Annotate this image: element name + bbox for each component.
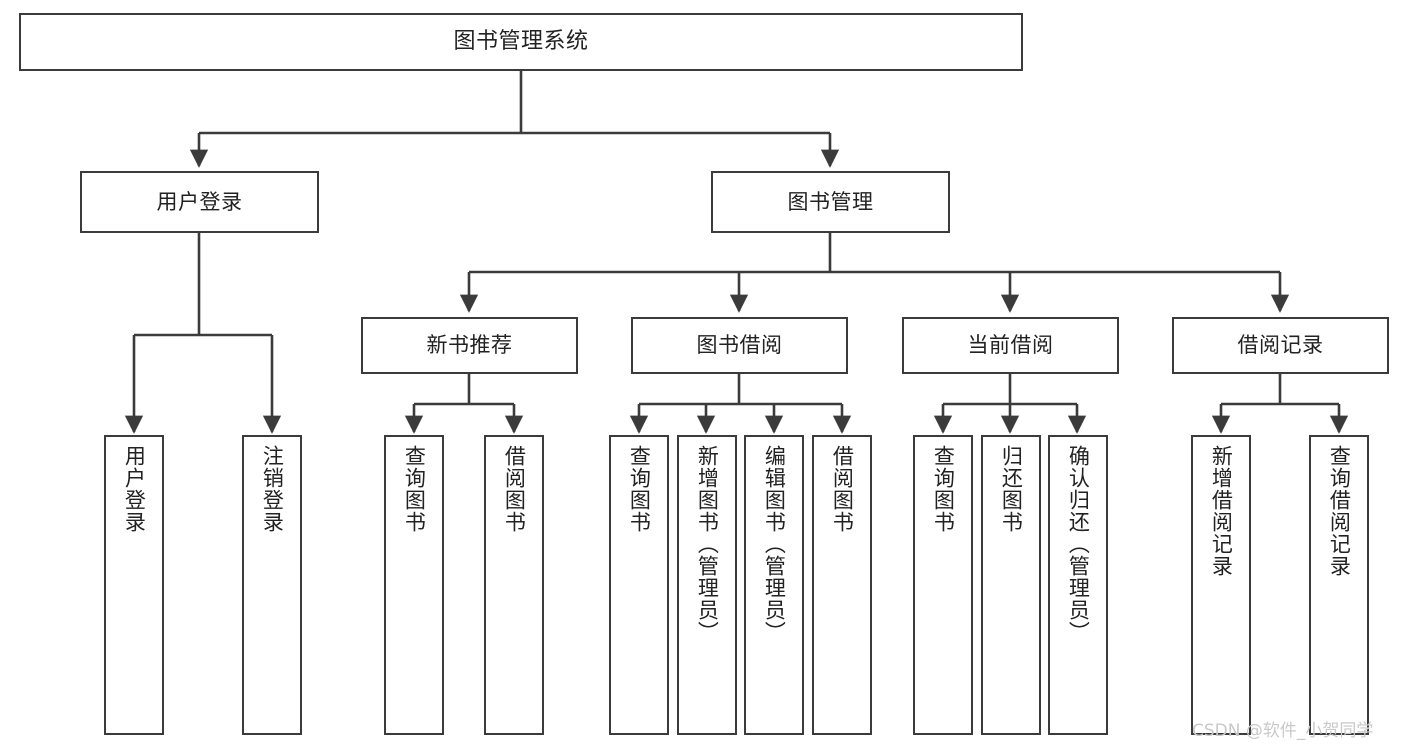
leaf-logout[interactable]: 注销登录	[242, 435, 302, 735]
node-label: 归还图书	[999, 445, 1024, 533]
node-user-login[interactable]: 用户登录	[80, 171, 319, 233]
node-label: 确认归还（管理员）	[1066, 445, 1091, 643]
leaf-record-query[interactable]: 查询借阅记录	[1309, 435, 1369, 735]
leaf-current-query-book[interactable]: 查询图书	[913, 435, 973, 735]
leaf-current-return-book[interactable]: 归还图书	[981, 435, 1041, 735]
node-borrow-record[interactable]: 借阅记录	[1172, 317, 1389, 374]
node-label: 图书管理	[787, 189, 874, 214]
node-label: 注销登录	[260, 445, 285, 533]
node-label: 新增图书（管理员）	[695, 445, 720, 643]
node-label: 图书借阅	[696, 333, 783, 358]
node-label: 查询借阅记录	[1327, 445, 1352, 577]
node-label: 用户登录	[122, 445, 147, 533]
node-label: 图书管理系统	[453, 29, 589, 55]
leaf-user-login[interactable]: 用户登录	[104, 435, 164, 735]
leaf-borrow-add-book-admin[interactable]: 新增图书（管理员）	[677, 435, 737, 735]
node-label: 借阅图书	[830, 445, 855, 533]
leaf-borrow-borrow-book[interactable]: 借阅图书	[812, 435, 872, 735]
node-book-borrow[interactable]: 图书借阅	[631, 317, 848, 374]
leaf-record-add[interactable]: 新增借阅记录	[1191, 435, 1251, 735]
node-label: 新增借阅记录	[1209, 445, 1234, 577]
leaf-current-confirm-return-admin[interactable]: 确认归还（管理员）	[1048, 435, 1108, 735]
leaf-new-book-borrow[interactable]: 借阅图书	[484, 435, 544, 735]
node-current-borrow[interactable]: 当前借阅	[902, 317, 1119, 374]
leaf-borrow-edit-book-admin[interactable]: 编辑图书（管理员）	[744, 435, 804, 735]
node-new-book-recommend[interactable]: 新书推荐	[361, 317, 578, 374]
node-label: 借阅记录	[1237, 333, 1324, 358]
leaf-new-book-query[interactable]: 查询图书	[384, 435, 444, 735]
node-label: 查询图书	[627, 445, 652, 533]
node-label: 编辑图书（管理员）	[762, 445, 787, 643]
node-label: 新书推荐	[426, 333, 513, 358]
node-label: 当前借阅	[967, 333, 1054, 358]
node-label: 查询图书	[402, 445, 427, 533]
csdn-watermark: CSDN @软件_小贺同学	[1192, 721, 1374, 741]
node-label: 用户登录	[156, 189, 243, 214]
node-book-management[interactable]: 图书管理	[711, 171, 950, 233]
node-label: 借阅图书	[502, 445, 527, 533]
leaf-borrow-query-book[interactable]: 查询图书	[609, 435, 669, 735]
node-root-system[interactable]: 图书管理系统	[19, 13, 1023, 71]
node-label: 查询图书	[931, 445, 956, 533]
